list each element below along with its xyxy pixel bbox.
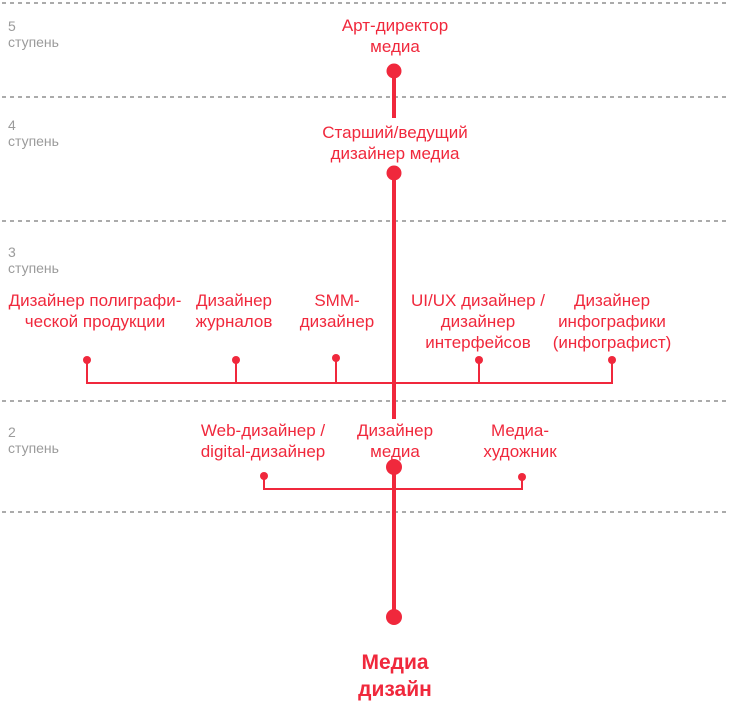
level-separator-5-4 bbox=[2, 96, 728, 98]
node-dot-print-designer bbox=[83, 356, 91, 364]
role-uiux-designer: UI/UX дизайнер / дизайнер интерфейсов bbox=[411, 290, 545, 353]
role-line: Дизайнер bbox=[195, 291, 273, 310]
role-smm-designer: SMM- дизайнер bbox=[300, 290, 374, 332]
level2-stem-2 bbox=[521, 477, 523, 489]
role-line: интерфейсов bbox=[425, 333, 531, 352]
level-number: 4 bbox=[8, 117, 16, 133]
role-media-designer: Дизайнер медиа bbox=[357, 420, 433, 462]
role-line: digital-дизайнер bbox=[200, 442, 326, 461]
role-line: Дизайнер полиграфи- bbox=[8, 291, 182, 310]
role-media-artist: Медиа- художник bbox=[483, 420, 556, 462]
level-separator-2-bottom bbox=[2, 511, 728, 513]
node-dot-senior-designer bbox=[386, 165, 402, 181]
level-separator-3-2 bbox=[2, 400, 728, 402]
level-number: 5 bbox=[8, 18, 16, 34]
level-caption: ступень bbox=[8, 133, 59, 149]
role-art-director: Арт-директор медиа bbox=[342, 15, 448, 57]
spine-segment-middle bbox=[392, 173, 396, 419]
level-label-4: 4 ступень bbox=[8, 117, 59, 149]
diagram-title: Медиа дизайн bbox=[358, 649, 432, 703]
node-dot-web-designer bbox=[260, 472, 268, 480]
level-caption: ступень bbox=[8, 440, 59, 456]
level3-stem-4 bbox=[478, 360, 480, 383]
node-dot-magazine-designer bbox=[232, 356, 240, 364]
level3-bracket bbox=[86, 382, 613, 384]
level-number: 3 bbox=[8, 244, 16, 260]
role-line: журналов bbox=[195, 312, 273, 331]
role-line: Дизайнер bbox=[356, 421, 434, 440]
level3-stem-2 bbox=[235, 360, 237, 383]
node-dot-uiux-designer bbox=[475, 356, 483, 364]
level-label-2: 2 ступень bbox=[8, 424, 59, 456]
level-label-5: 5 ступень bbox=[8, 18, 59, 50]
role-line: SMM- bbox=[314, 291, 360, 310]
role-infographic-designer: Дизайнер инфографики (инфографист) bbox=[553, 290, 672, 353]
level-label-3: 3 ступень bbox=[8, 244, 59, 276]
role-web-designer: Web-дизайнер / digital-дизайнер bbox=[201, 420, 326, 462]
role-line: инфографики bbox=[558, 312, 666, 331]
role-line: художник bbox=[483, 442, 557, 461]
role-line: Арт-директор bbox=[341, 16, 449, 35]
role-line: дизайнер bbox=[299, 312, 375, 331]
role-line: Дизайнер bbox=[573, 291, 651, 310]
level-caption: ступень bbox=[8, 34, 59, 50]
role-line: ческой продукции bbox=[24, 312, 166, 331]
node-dot-art-director bbox=[386, 63, 402, 79]
spine-segment-top bbox=[392, 71, 396, 118]
title-line: Медиа bbox=[361, 651, 429, 674]
role-line: Старший/ведущий bbox=[322, 123, 468, 142]
role-line: дизайнер bbox=[440, 312, 516, 331]
role-line: Медиа- bbox=[491, 421, 549, 440]
role-senior-lead-designer: Старший/ведущий дизайнер медиа bbox=[322, 122, 467, 164]
role-print-designer: Дизайнер полиграфи- ческой продукции bbox=[9, 290, 182, 332]
role-magazine-designer: Дизайнер журналов bbox=[196, 290, 273, 332]
role-line: медиа bbox=[370, 37, 420, 56]
spine-segment-bottom bbox=[392, 467, 396, 618]
title-line: дизайн bbox=[358, 678, 432, 701]
level3-stem-5 bbox=[611, 360, 613, 383]
level-separator-4-3 bbox=[2, 220, 728, 222]
node-dot-smm-designer bbox=[332, 354, 340, 362]
level-caption: ступень bbox=[8, 260, 59, 276]
role-line: Web-дизайнер / bbox=[200, 421, 326, 440]
node-dot-media-artist bbox=[518, 473, 526, 481]
role-line: медиа bbox=[370, 442, 420, 461]
level-separator-top bbox=[2, 2, 728, 4]
level3-stem-3 bbox=[335, 358, 337, 383]
role-line: дизайнер медиа bbox=[330, 144, 460, 163]
level-number: 2 bbox=[8, 424, 16, 440]
level2-bracket bbox=[263, 488, 523, 490]
node-dot-media-designer bbox=[386, 459, 402, 475]
role-line: UI/UX дизайнер / bbox=[411, 291, 545, 310]
level3-stem-1 bbox=[86, 360, 88, 383]
node-dot-root bbox=[386, 609, 402, 625]
role-line: (инфографист) bbox=[552, 333, 672, 352]
node-dot-infographic-designer bbox=[608, 356, 616, 364]
level2-stem-1 bbox=[263, 476, 265, 489]
